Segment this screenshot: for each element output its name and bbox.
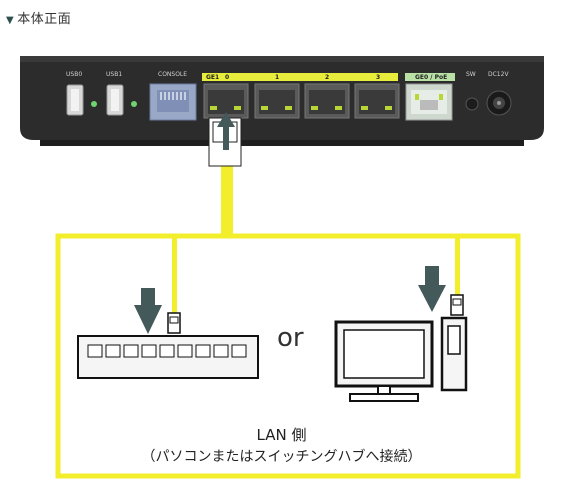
section-title: ▼本体正面 xyxy=(6,8,71,27)
lan-area-bracket xyxy=(55,233,521,479)
sw-label: SW xyxy=(466,71,476,78)
dc12v-label: DC12V xyxy=(488,71,509,78)
lan-2-label: 2 xyxy=(325,74,330,81)
section-title-text: 本体正面 xyxy=(17,12,72,27)
switch-cable xyxy=(172,236,177,316)
lan-port-strip xyxy=(202,73,398,81)
lan-port-2 xyxy=(304,83,350,119)
usb0-port xyxy=(66,84,84,116)
switching-hub-icon xyxy=(77,335,259,379)
pc-tower-icon xyxy=(440,316,468,392)
pc-monitor-icon xyxy=(334,320,434,402)
ge1-label: GE1 xyxy=(206,74,220,81)
usb0-led-icon xyxy=(91,101,97,107)
lan-port-3 xyxy=(354,83,400,119)
ge0-poe-label: GE0 / PoE xyxy=(415,74,448,81)
console-label: CONSOLE xyxy=(158,71,188,78)
console-port xyxy=(149,83,197,121)
triangle-marker-icon: ▼ xyxy=(6,15,15,26)
usb0-label: USB0 xyxy=(66,71,83,78)
pc-cable xyxy=(455,236,460,298)
dc12v-jack xyxy=(486,90,512,116)
down-arrow-switch-icon xyxy=(134,288,162,334)
usb1-port xyxy=(106,84,124,116)
up-arrow-icon xyxy=(217,112,235,150)
sw-button xyxy=(465,97,479,111)
lan-1-label: 1 xyxy=(275,74,280,81)
lan-port-1 xyxy=(254,83,300,119)
lan-side-label: LAN 側 xyxy=(256,426,307,444)
pc-plug-icon xyxy=(450,294,464,316)
switch-plug-icon xyxy=(167,312,181,334)
lan-0-label: 0 xyxy=(225,74,230,81)
down-arrow-pc-icon xyxy=(418,266,446,312)
usb1-label: USB1 xyxy=(106,71,123,78)
or-connector-text: or xyxy=(277,323,304,353)
lan-3-label: 3 xyxy=(376,74,381,81)
ge0-poe-port xyxy=(405,83,453,121)
usb1-led-icon xyxy=(131,101,137,107)
lan-side-note: （パソコンまたはスイッチングハブへ接続） xyxy=(141,449,422,465)
poe-port-strip xyxy=(405,73,455,81)
